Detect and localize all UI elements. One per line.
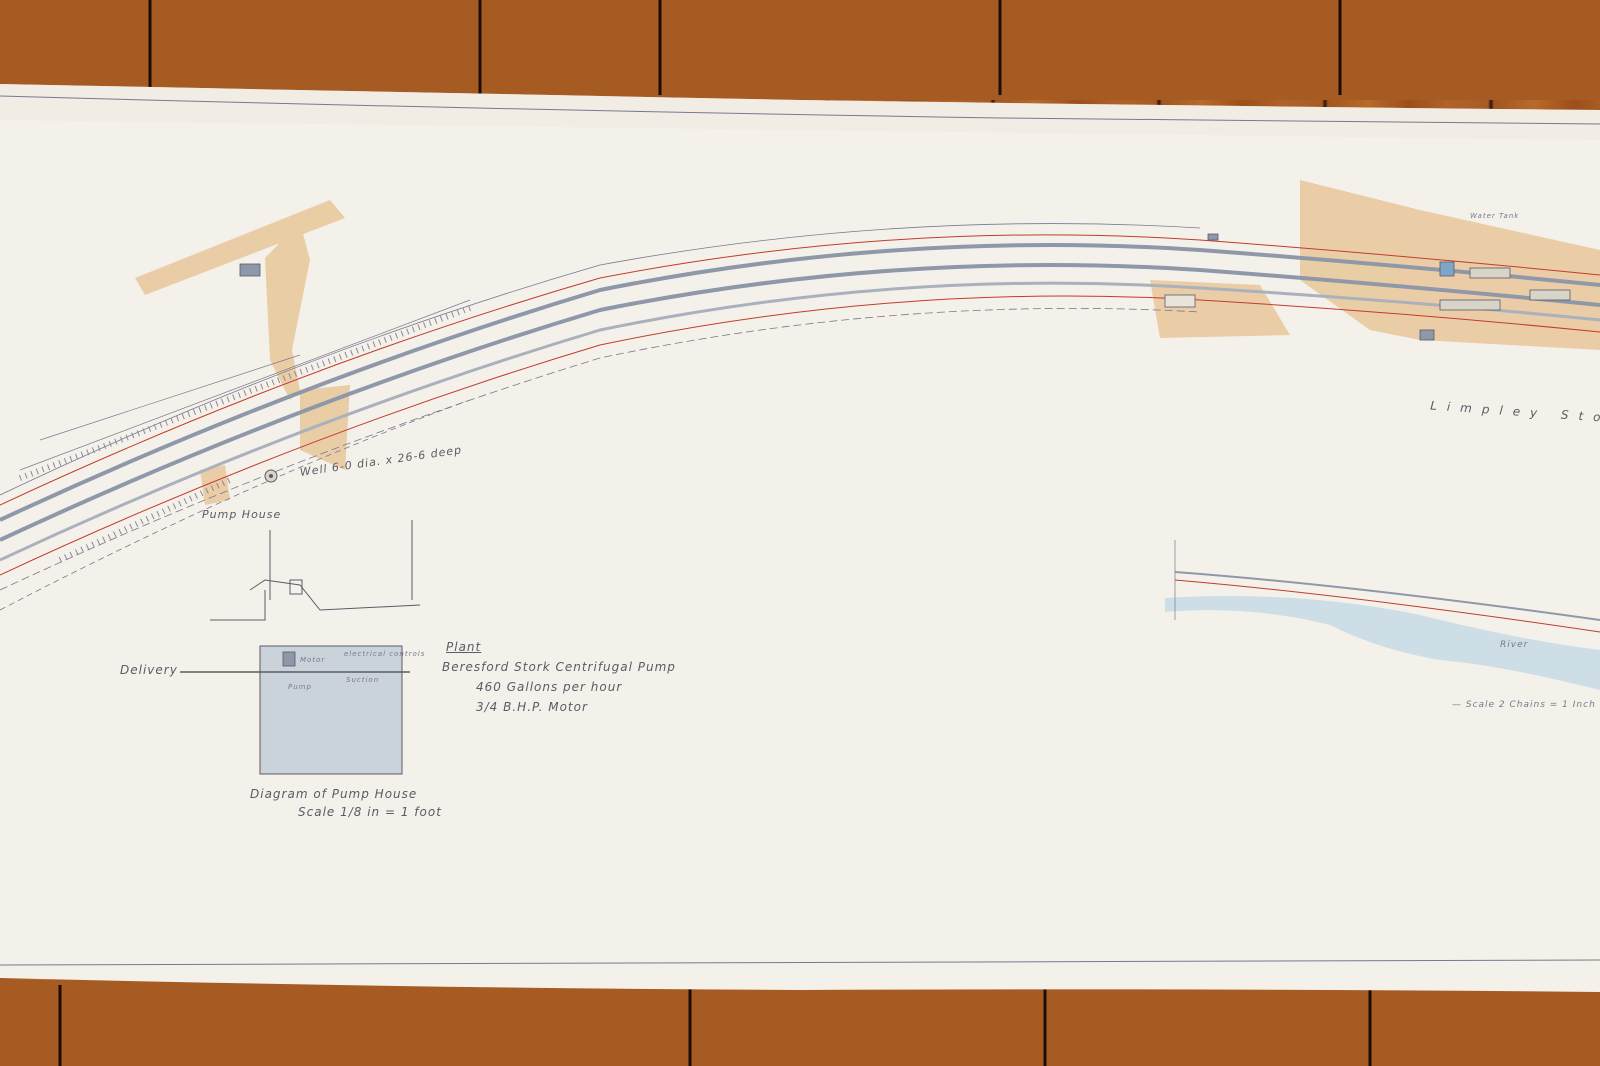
plant-heading: Plant — [446, 640, 482, 654]
pump-house-plan — [259, 645, 403, 775]
diagram-scale: Scale 1/8 in = 1 foot — [298, 805, 442, 819]
buildings — [239, 233, 1571, 341]
water-tank-note: Water Tank — [1470, 212, 1520, 220]
plant-line-2: 460 Gallons per hour — [476, 680, 623, 694]
plant-line-1: Beresford Stork Centrifugal Pump — [442, 660, 676, 674]
pump-house-label: Pump House — [202, 508, 282, 521]
diagram-title: Diagram of Pump House — [250, 787, 418, 801]
border-top — [0, 95, 1600, 125]
railway-tracks — [0, 223, 1600, 611]
river — [1165, 596, 1600, 690]
plant-line-3: 3/4 B.H.P. Motor — [476, 700, 588, 714]
embankment-hatching — [18, 299, 472, 563]
scale-note: — Scale 2 Chains = 1 Inch — [1452, 700, 1596, 710]
suction-label: Suction — [346, 676, 380, 684]
delivery-label: Delivery — [120, 663, 178, 677]
pump-house-section — [210, 520, 421, 621]
river-label: River — [1500, 640, 1529, 650]
pump-label: Pump — [288, 683, 312, 691]
electrical-controls-label: electrical controls — [344, 650, 426, 658]
motor-label: Motor — [300, 656, 326, 664]
lower-track-section — [1174, 540, 1600, 633]
